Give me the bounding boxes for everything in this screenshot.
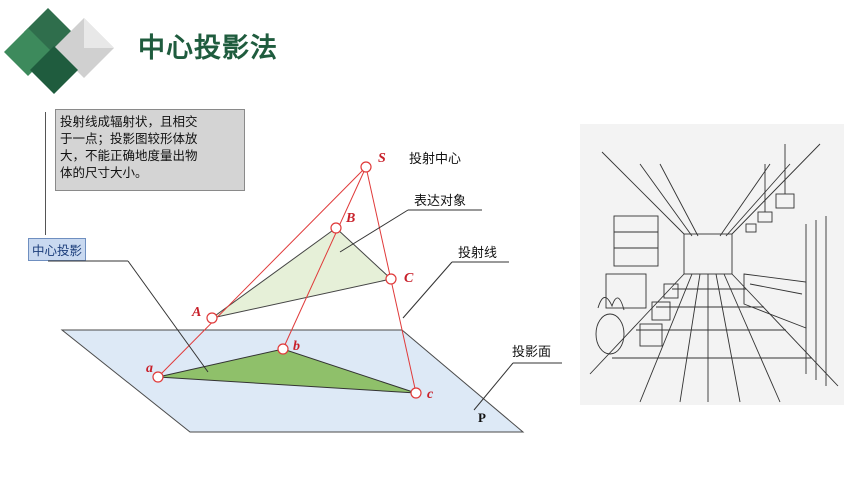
label-object: 表达对象	[414, 194, 466, 209]
object-triangle-ABC	[211, 227, 393, 319]
label-P: P	[478, 410, 486, 425]
tag-leader-diag	[127, 260, 209, 373]
callout-line: 大，不能正确地度量出物	[60, 148, 198, 163]
description-callout: 投射线成辐射状，且相交 于一点；投影图较形体放 大，不能正确地度量出物 体的尺寸…	[55, 109, 245, 191]
label-c: c	[427, 387, 434, 402]
sketch-background	[580, 124, 844, 405]
projected-triangle-abc	[157, 348, 417, 394]
callout-leader-line	[45, 112, 46, 235]
diamond-dark-bottom	[30, 46, 78, 94]
callout-line: 投射线成辐射状，且相交	[60, 114, 198, 129]
label-b: b	[293, 339, 300, 354]
label-a: a	[146, 361, 153, 376]
label-projection-line: 投射线	[458, 245, 497, 261]
point-b	[277, 343, 289, 355]
perspective-sketch-image	[580, 124, 844, 405]
projection-ray-a	[157, 166, 367, 378]
point-a	[152, 371, 164, 383]
callout-line: 体的尺寸大小。	[60, 165, 148, 180]
projection-ray-b	[282, 166, 367, 350]
projection-line-leader	[402, 261, 453, 319]
point-B	[330, 222, 342, 234]
label-S: S	[378, 151, 386, 166]
label-projection-center: 投射中心	[409, 151, 461, 167]
page-title: 中心投影法	[138, 33, 278, 64]
label-B: B	[345, 211, 355, 226]
object-leader	[339, 209, 409, 253]
diamond-gray-highlight	[84, 18, 114, 48]
logo-diamonds	[4, 8, 114, 94]
label-projection-plane: 投影面	[512, 344, 551, 360]
point-A	[206, 312, 218, 324]
point-c	[410, 387, 422, 399]
point-C	[385, 273, 397, 285]
label-A: A	[191, 305, 201, 320]
plane-leader	[473, 362, 514, 411]
callout-line: 于一点；投影图较形体放	[60, 131, 198, 146]
label-C: C	[404, 271, 414, 286]
point-S	[360, 161, 372, 173]
